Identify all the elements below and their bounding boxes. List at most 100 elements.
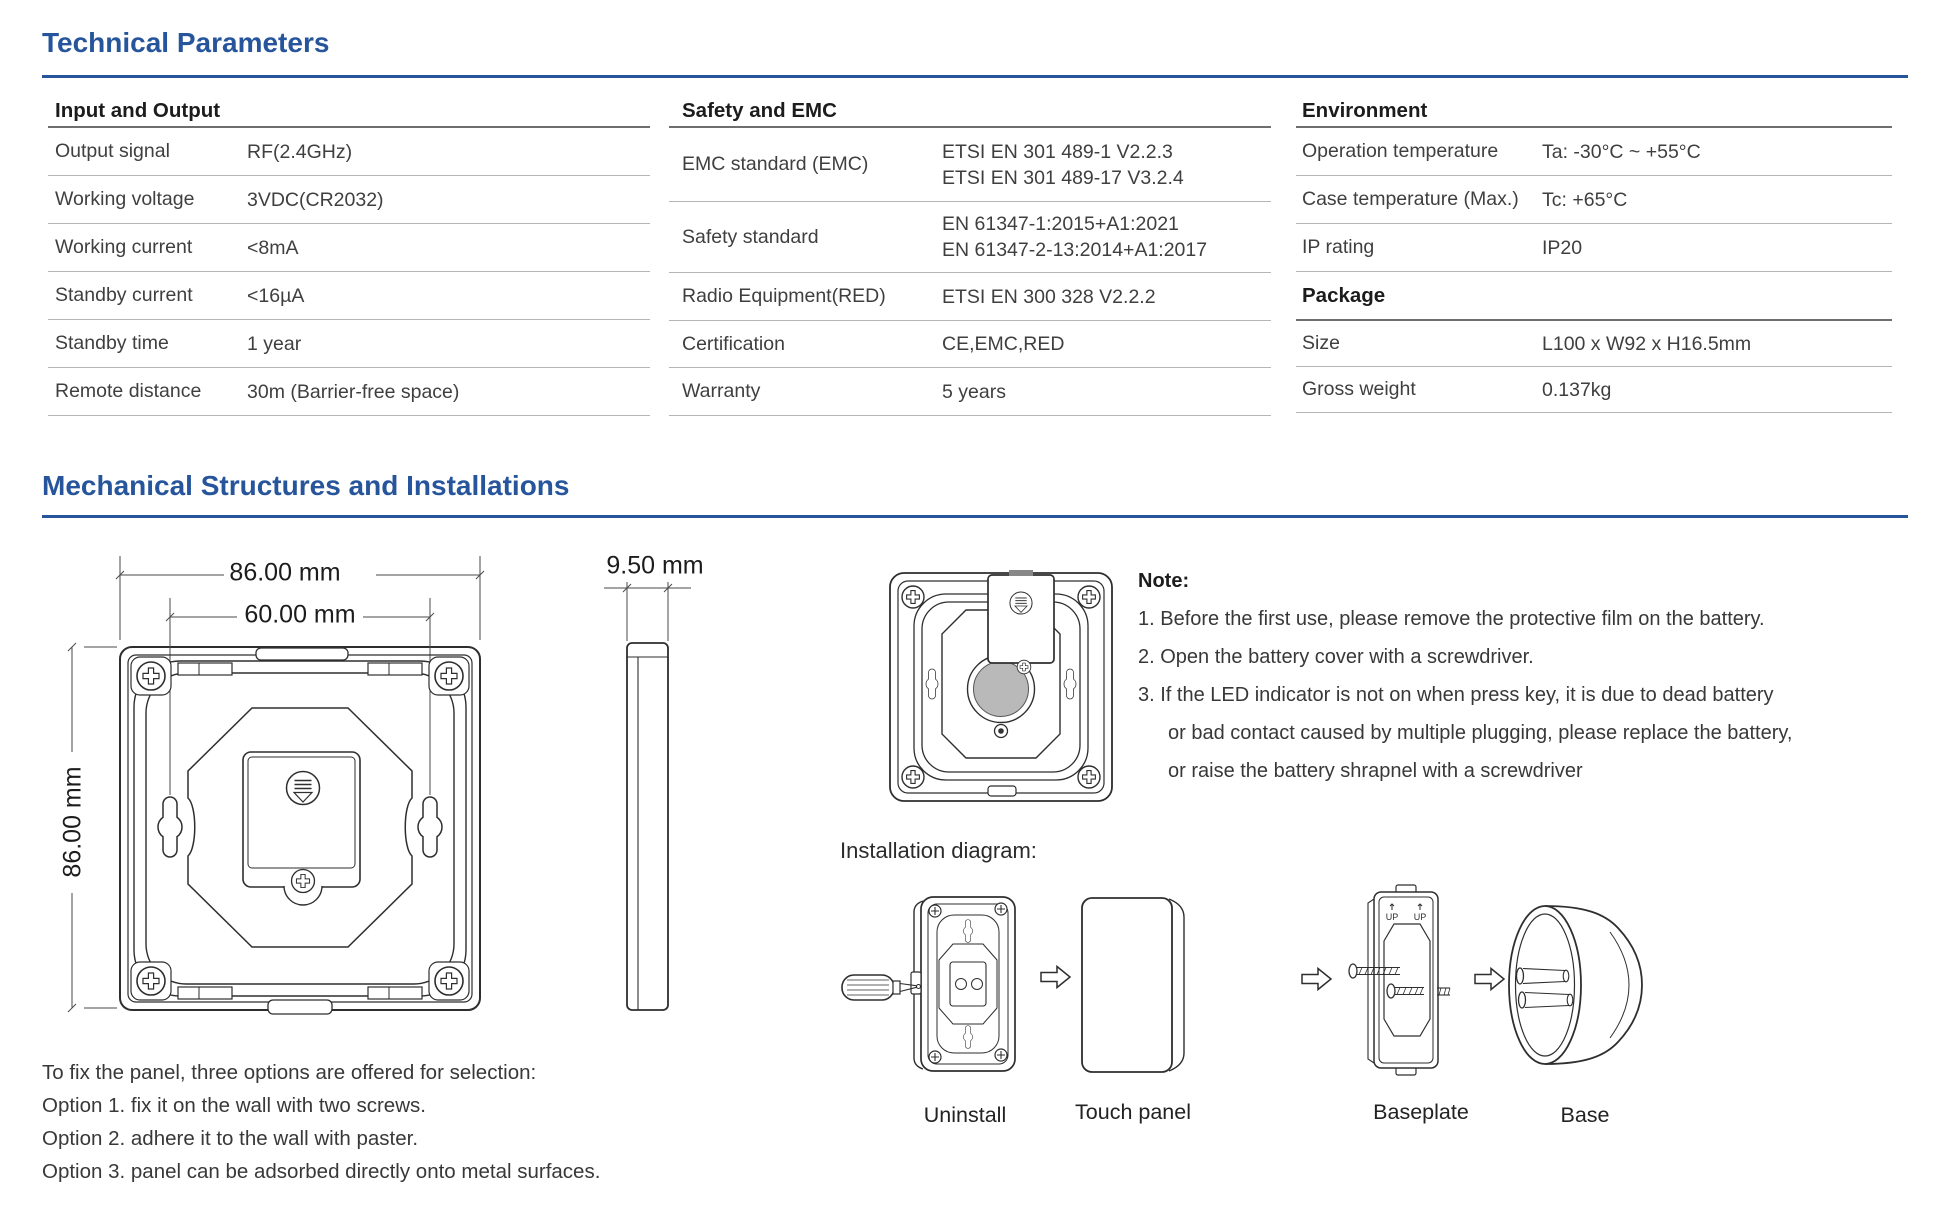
- table-header-package: Package: [1296, 272, 1892, 321]
- screwdriver: [841, 974, 922, 1001]
- row-label: Working voltage: [55, 188, 195, 210]
- row-value: L100 x W92 x H16.5mm: [1542, 332, 1752, 355]
- section-rule-mechanical: [42, 515, 1908, 518]
- row-label: Gross weight: [1302, 378, 1416, 400]
- dim-depth-label: 9.50 mm: [606, 551, 704, 580]
- row-value: ETSI EN 301 489-1 V2.2.3 ETSI EN 301 489…: [942, 139, 1271, 191]
- base-screws: [1515, 967, 1574, 1009]
- fixing-line: Option 2. adhere it to the wall with pas…: [42, 1127, 419, 1150]
- table-row: Standby time 1 year: [48, 320, 650, 368]
- note-block: Note: 1. Before the first use, please re…: [1138, 562, 1792, 790]
- row-value: 5 years: [942, 380, 1006, 403]
- row-value: Ta: -30°C ~ +55°C: [1542, 140, 1701, 163]
- row-value: <8mA: [247, 236, 299, 259]
- step-arrow-icon: [1301, 967, 1332, 991]
- clip-bottom-left: [177, 986, 233, 1000]
- step-arrow-icon: [1474, 967, 1505, 991]
- fixing-line: Option 1. fix it on the wall with two sc…: [42, 1094, 426, 1117]
- table-safety-emc: Safety and EMC EMC standard (EMC) ETSI E…: [669, 95, 1271, 416]
- table-row: Size L100 x W92 x H16.5mm: [1296, 321, 1892, 367]
- table-header-label: Environment: [1302, 98, 1428, 122]
- section-title-technical: Technical Parameters: [42, 27, 330, 58]
- dimension-lines: [67, 556, 485, 1013]
- table-header: Environment: [1296, 95, 1892, 128]
- table-row: Radio Equipment(RED) ETSI EN 300 328 V2.…: [669, 273, 1271, 321]
- row-label: Radio Equipment(RED): [682, 285, 886, 307]
- corner-screw: [429, 657, 469, 695]
- row-value: 30m (Barrier-free space): [247, 380, 460, 403]
- side-view-drawing: [604, 582, 691, 1011]
- battery-cover: [242, 751, 361, 906]
- table-row: EMC standard (EMC) ETSI EN 301 489-1 V2.…: [669, 128, 1271, 202]
- row-value: Tc: +65°C: [1542, 188, 1628, 211]
- corner-screw: [1077, 765, 1101, 789]
- bottom-tab: [267, 999, 333, 1015]
- corner-screw: [131, 657, 171, 695]
- fixing-line: Option 3. panel can be adsorbed directly…: [42, 1160, 601, 1183]
- row-value: 1 year: [247, 332, 302, 355]
- step-label-uninstall: Uninstall: [923, 1103, 1007, 1127]
- row-label: IP rating: [1302, 236, 1375, 258]
- fixing-line: To fix the panel, three options are offe…: [42, 1061, 537, 1084]
- note-line: or bad contact caused by multiple pluggi…: [1168, 722, 1793, 744]
- up-label: UP: [1386, 912, 1399, 922]
- row-label: Operation temperature: [1302, 140, 1499, 162]
- table-row: IP rating IP20: [1296, 224, 1892, 272]
- back-view-drawing: [889, 570, 1113, 802]
- up-mark: [1389, 903, 1423, 910]
- row-value-line: EN 61347-1:2015+A1:2021: [942, 213, 1179, 235]
- row-label: Case temperature (Max.): [1302, 188, 1519, 210]
- table-row: Standby current <16µA: [48, 272, 650, 320]
- table-input-output: Input and Output Output signal RF(2.4GHz…: [48, 95, 650, 416]
- clip-top-right: [367, 662, 423, 676]
- row-value-line: ETSI EN 301 489-17 V3.2.4: [942, 166, 1184, 189]
- table-header-label: Input and Output: [55, 98, 221, 122]
- corner-screw: [901, 765, 925, 789]
- front-view-drawing: [67, 556, 485, 1015]
- table-row: Working voltage 3VDC(CR2032): [48, 176, 650, 224]
- table-row: Output signal RF(2.4GHz): [48, 128, 650, 176]
- note-title: Note:: [1138, 570, 1190, 592]
- table-row: Safety standard EN 61347-1:2015+A1:2021 …: [669, 202, 1271, 273]
- touch-panel-drawing: [1081, 897, 1185, 1073]
- row-value-line: ETSI EN 301 489-1 V2.2.3: [942, 140, 1173, 163]
- row-value: <16µA: [247, 284, 305, 307]
- table-header: Input and Output: [48, 95, 650, 128]
- row-value: IP20: [1542, 236, 1583, 259]
- corner-screw: [429, 962, 469, 1000]
- fixing-options-block: To fix the panel, three options are offe…: [42, 1056, 600, 1188]
- top-tab: [255, 647, 349, 661]
- row-label: Remote distance: [55, 380, 202, 402]
- row-label: Working current: [55, 236, 193, 258]
- row-value: CE,EMC,RED: [942, 333, 1065, 355]
- row-value: 3VDC(CR2032): [247, 188, 384, 211]
- dim-width-label: 86.00 mm: [229, 558, 341, 587]
- step-arrow-icon: [1040, 965, 1071, 989]
- clip-top-left: [177, 662, 233, 676]
- note-line: 1. Before the first use, please remove t…: [1138, 608, 1765, 630]
- table-header-label: Package: [1302, 283, 1386, 307]
- table-header: Safety and EMC: [669, 95, 1271, 128]
- row-label: Output signal: [55, 140, 170, 162]
- row-label: Size: [1302, 332, 1340, 354]
- table-row: Remote distance 30m (Barrier-free space): [48, 368, 650, 416]
- table-row: Gross weight 0.137kg: [1296, 367, 1892, 413]
- table-row: Certification CE,EMC,RED: [669, 321, 1271, 368]
- table-row: Warranty 5 years: [669, 368, 1271, 416]
- note-line: 3. If the LED indicator is not on when p…: [1138, 684, 1774, 706]
- clip-bottom-right: [367, 986, 423, 1000]
- row-label: Safety standard: [682, 225, 819, 248]
- corner-screw: [1077, 585, 1101, 609]
- table-row: Working current <8mA: [48, 224, 650, 272]
- step-label-baseplate: Baseplate: [1373, 1100, 1469, 1124]
- table-row: Operation temperature Ta: -30°C ~ +55°C: [1296, 128, 1892, 176]
- step-label-touch-panel: Touch panel: [1075, 1100, 1191, 1124]
- row-value: RF(2.4GHz): [247, 140, 353, 163]
- baseplate-screws: [1348, 963, 1451, 999]
- section-title-mechanical: Mechanical Structures and Installations: [42, 470, 570, 501]
- corner-screw: [131, 962, 171, 1000]
- table-header-label: Safety and EMC: [682, 98, 837, 122]
- row-value: 0.137kg: [1542, 378, 1612, 401]
- base-drawing: [1508, 905, 1643, 1065]
